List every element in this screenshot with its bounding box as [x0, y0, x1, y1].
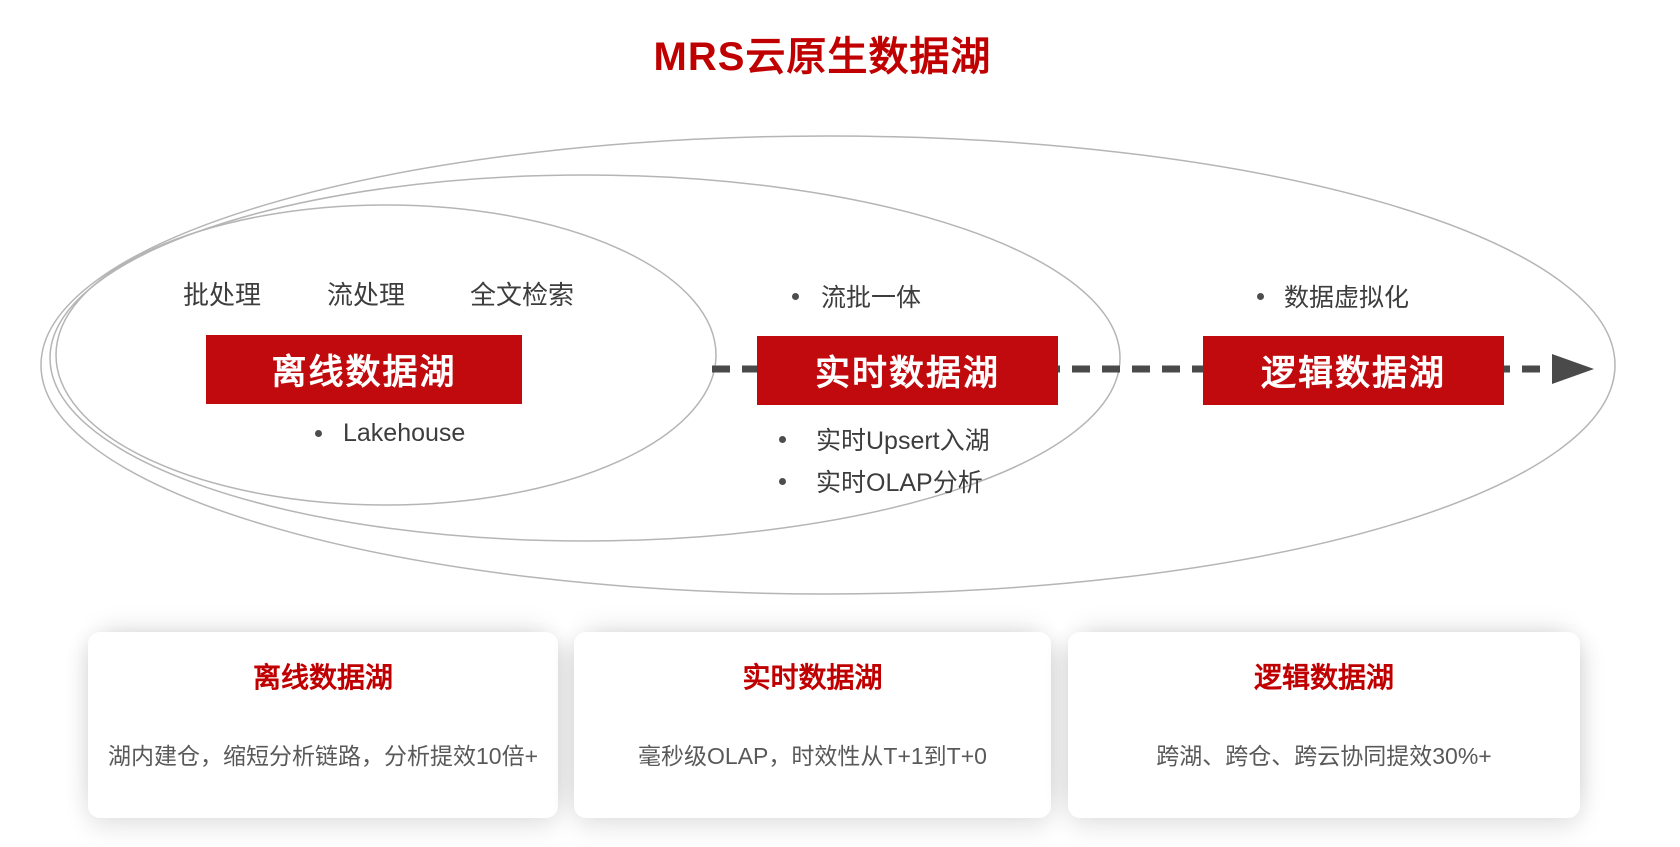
banner-offline-data-lake: 离线数据湖 [206, 335, 522, 404]
card-title: 逻辑数据湖 [1253, 662, 1394, 693]
summary-card-offline-data-lake: 离线数据湖 湖内建仓，缩短分析链路，分析提效10倍+ [88, 632, 558, 818]
summary-card-logical-data-lake: 逻辑数据湖 跨湖、跨仓、跨云协同提效30%+ [1068, 632, 1580, 818]
bullet-stream-batch-label: 流批一体 [821, 284, 922, 312]
bullet-dot-icon [1257, 292, 1264, 300]
bullet-dot-icon [315, 429, 322, 437]
bullet-stream-batch-unification: 流批一体 [792, 281, 922, 312]
outer-ellipse [40, 135, 1616, 595]
bullet-lakehouse-label: Lakehouse [343, 418, 466, 447]
capability-label-batch-processing: 批处理 [183, 280, 262, 310]
page-title: MRS云原生数据湖 [653, 35, 992, 79]
banner-logical-data-lake-label: 逻辑数据湖 [1260, 354, 1446, 393]
inner-ellipse [55, 204, 717, 506]
card-description: 跨湖、跨仓、跨云协同提效30%+ [1156, 743, 1492, 769]
bullet-realtime-olap-label: 实时OLAP分析 [816, 469, 983, 497]
capability-label-stream-processing: 流处理 [327, 280, 406, 310]
bullet-realtime-olap: 实时OLAP分析 [779, 466, 983, 497]
banner-offline-data-lake-label: 离线数据湖 [271, 353, 457, 392]
card-description: 湖内建仓，缩短分析链路，分析提效10倍+ [107, 743, 538, 769]
middle-ellipse [49, 174, 1121, 542]
bullet-realtime-upsert: 实时Upsert入湖 [779, 424, 990, 455]
banner-logical-data-lake: 逻辑数据湖 [1203, 336, 1504, 405]
bullet-data-virtualization-label: 数据虚拟化 [1284, 284, 1410, 312]
bullet-dot-icon [779, 477, 786, 485]
bullet-lakehouse: Lakehouse [315, 418, 465, 448]
bullet-data-virtualization: 数据虚拟化 [1257, 281, 1410, 312]
banner-realtime-data-lake-label: 实时数据湖 [814, 354, 1000, 393]
card-title: 离线数据湖 [252, 662, 393, 693]
banner-realtime-data-lake: 实时数据湖 [757, 336, 1058, 405]
bullet-dot-icon [792, 292, 799, 300]
bullet-realtime-upsert-label: 实时Upsert入湖 [816, 427, 990, 455]
card-title: 实时数据湖 [742, 662, 883, 693]
summary-card-realtime-data-lake: 实时数据湖 毫秒级OLAP，时效性从T+1到T+0 [574, 632, 1051, 818]
card-description: 毫秒级OLAP，时效性从T+1到T+0 [638, 743, 987, 769]
bullet-dot-icon [779, 435, 786, 443]
capability-label-fulltext-search: 全文检索 [470, 280, 575, 310]
flow-arrowhead-icon [1552, 354, 1594, 384]
